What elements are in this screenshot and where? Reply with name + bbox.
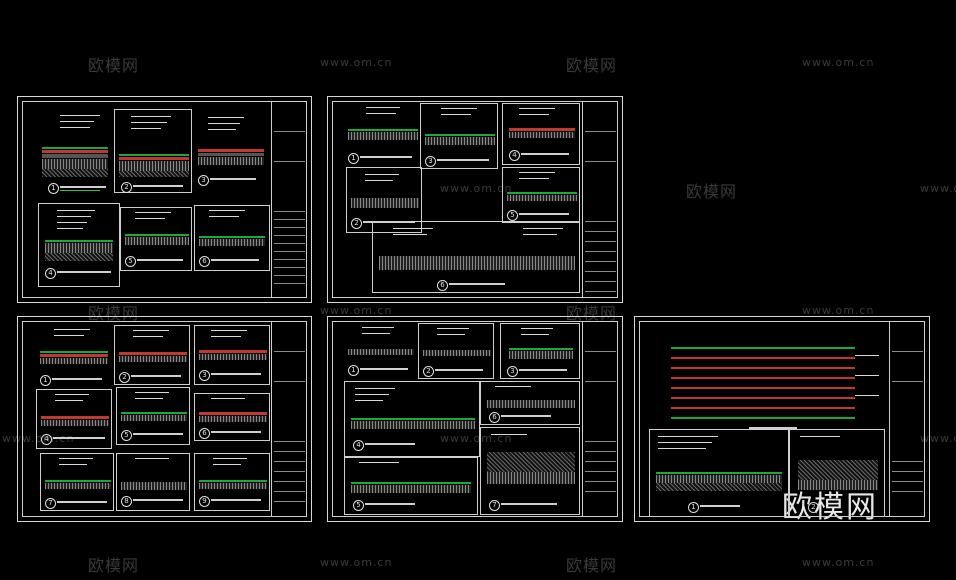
detail-number: 6 xyxy=(489,412,500,423)
detail-number: 5 xyxy=(121,430,132,441)
paving-detail[interactable]: 2 xyxy=(114,109,192,193)
detail-number: 9 xyxy=(199,496,210,507)
detail-number: 3 xyxy=(199,370,210,381)
detail-number: 2 xyxy=(121,182,132,193)
detail-number: 2 xyxy=(351,218,362,229)
watermark-url: www.om.cn xyxy=(440,182,513,195)
title-block xyxy=(889,321,925,517)
detail-number: 5 xyxy=(353,500,364,511)
title-block xyxy=(271,101,307,298)
paving-detail[interactable]: 7 xyxy=(40,453,114,511)
paving-detail[interactable]: 5 xyxy=(116,387,190,445)
paving-detail[interactable]: 6 xyxy=(372,221,580,293)
paving-detail[interactable]: 2 xyxy=(418,323,494,379)
watermark-brand-large: 欧模网 xyxy=(782,490,878,525)
watermark-brand: 欧模网 xyxy=(88,304,140,323)
paving-detail[interactable]: 5 xyxy=(502,167,580,223)
paving-detail[interactable]: 2 xyxy=(114,325,190,385)
title-block xyxy=(582,101,618,298)
paving-detail[interactable]: 8 xyxy=(116,453,190,511)
detail-number: 6 xyxy=(199,428,210,439)
paving-detail[interactable]: 3 xyxy=(500,323,580,379)
detail-number: 7 xyxy=(45,498,56,509)
detail-number: 5 xyxy=(507,210,518,221)
watermark-brand: 欧模网 xyxy=(88,56,140,75)
paving-detail[interactable]: 4 xyxy=(36,389,112,449)
paving-detail[interactable]: 9 xyxy=(194,453,270,511)
detail-number: 1 xyxy=(688,502,699,513)
watermark-url: www.om.cn xyxy=(920,182,956,195)
paving-detail[interactable]: 1 xyxy=(346,105,420,167)
sheet-border xyxy=(22,321,307,517)
watermark-url: www.om.cn xyxy=(2,432,75,445)
detail-number: 1 xyxy=(348,153,359,164)
drawing-sheet-5[interactable]: 1 2 xyxy=(634,316,930,522)
watermark-brand: 欧模网 xyxy=(566,56,618,75)
paving-detail[interactable]: 4 xyxy=(38,203,120,287)
paving-detail[interactable]: 1 xyxy=(649,429,789,517)
paving-detail[interactable]: 7 xyxy=(480,427,580,515)
detail-number: 6 xyxy=(437,280,448,291)
detail-number: 1 xyxy=(40,375,51,386)
watermark-brand: 欧模网 xyxy=(88,556,140,575)
paving-detail[interactable]: 6 xyxy=(480,381,580,425)
drawing-sheet-4[interactable]: 1 2 3 4 6 xyxy=(327,316,623,522)
detail-number: 1 xyxy=(348,365,359,376)
paving-detail[interactable]: 1 xyxy=(344,323,418,379)
paving-detail[interactable]: 3 xyxy=(420,103,498,169)
title-block xyxy=(582,321,618,517)
detail-number: 8 xyxy=(121,496,132,507)
paving-detail[interactable]: 6 xyxy=(194,205,270,271)
paving-detail[interactable]: 3 xyxy=(194,111,270,191)
detail-number: 3 xyxy=(198,175,209,186)
detail-number: 4 xyxy=(509,150,520,161)
watermark-url: www.om.cn xyxy=(320,304,393,317)
detail-number: 7 xyxy=(489,500,500,511)
paving-detail[interactable]: 2 xyxy=(789,429,885,517)
detail-number: 1 xyxy=(48,183,59,194)
drawing-sheet-2[interactable]: 1 3 4 2 5 xyxy=(327,96,623,303)
watermark-brand: 欧模网 xyxy=(686,182,738,201)
detail-number: 3 xyxy=(425,156,436,167)
paving-detail[interactable]: 1 xyxy=(36,325,112,389)
sheet-border xyxy=(22,101,307,298)
drawing-sheet-1[interactable]: 1 2 3 4 xyxy=(17,96,312,303)
detail-number: 2 xyxy=(808,502,819,513)
watermark-url: www.om.cn xyxy=(802,556,875,569)
detail-number: 3 xyxy=(507,366,518,377)
watermark-url: www.om.cn xyxy=(802,56,875,69)
detail-number: 5 xyxy=(125,256,136,267)
sheet-border xyxy=(332,101,618,298)
title-block xyxy=(271,321,307,517)
detail-number: 4 xyxy=(45,268,56,279)
watermark-brand: 欧模网 xyxy=(566,304,618,323)
paving-detail[interactable]: 4 xyxy=(344,381,480,457)
detail-number: 2 xyxy=(119,372,130,383)
paving-detail[interactable]: 3 xyxy=(194,325,270,385)
paving-plan[interactable] xyxy=(665,331,883,431)
paving-detail[interactable]: 6 xyxy=(194,393,270,441)
watermark-url: www.om.cn xyxy=(320,556,393,569)
sheet-border xyxy=(332,321,618,517)
watermark-brand: 欧模网 xyxy=(566,556,618,575)
detail-number: 6 xyxy=(199,256,210,267)
detail-number: 2 xyxy=(423,366,434,377)
watermark-url: www.om.cn xyxy=(440,432,513,445)
paving-detail[interactable]: 2 xyxy=(346,167,422,233)
paving-detail[interactable]: 4 xyxy=(502,103,580,165)
paving-detail[interactable]: 5 xyxy=(120,207,192,271)
drawing-sheet-3[interactable]: 1 2 3 4 5 xyxy=(17,316,312,522)
paving-detail[interactable]: 5 xyxy=(344,457,478,515)
watermark-url: www.om.cn xyxy=(320,56,393,69)
paving-detail[interactable]: 1 xyxy=(36,111,116,195)
detail-number: 4 xyxy=(41,434,52,445)
watermark-url: www.om.cn xyxy=(802,304,875,317)
detail-number: 4 xyxy=(353,440,364,451)
